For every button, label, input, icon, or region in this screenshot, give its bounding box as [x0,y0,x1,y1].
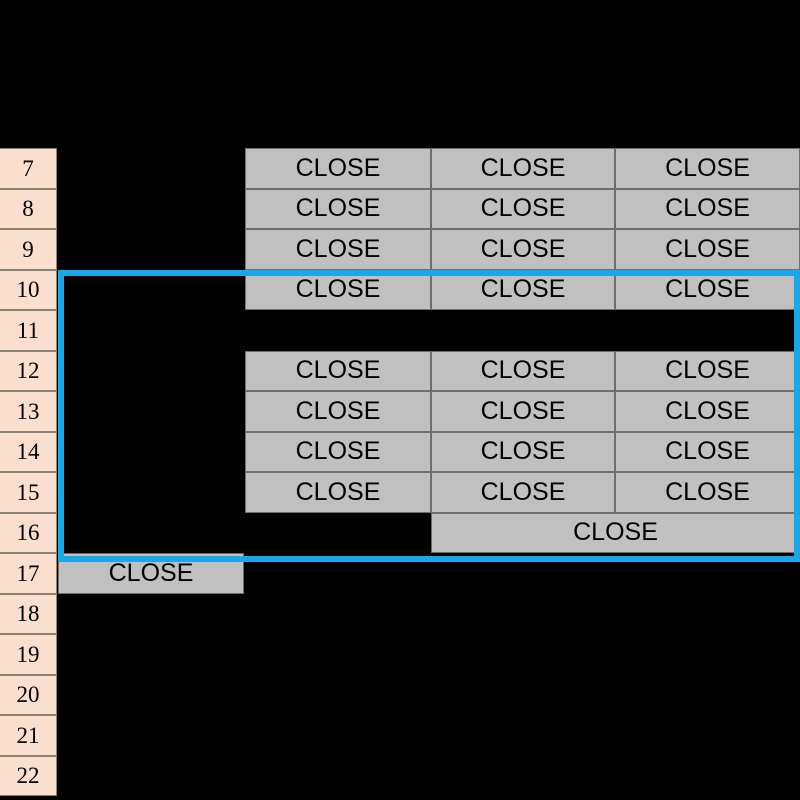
row-header-13[interactable]: 13 [0,391,57,432]
row-header-label: 21 [16,722,40,748]
row-header-label: 9 [22,236,34,262]
cell-text: CLOSE [295,437,381,466]
row-header-label: 18 [16,601,40,627]
cell-C10[interactable]: CLOSE [245,269,431,310]
row-header-21[interactable]: 21 [0,715,57,756]
row-header-8[interactable]: 8 [0,188,57,229]
cell-E8[interactable]: CLOSE [615,188,800,229]
cell-C8[interactable]: CLOSE [245,188,431,229]
row-header-label: 12 [16,358,40,384]
row-header-7[interactable]: 7 [0,148,57,189]
row-header-label: 19 [16,641,40,667]
row-header-10[interactable]: 10 [0,269,57,310]
cell-B17[interactable]: CLOSE [58,553,244,594]
row-header-label: 10 [16,277,40,303]
row-header-18[interactable]: 18 [0,593,57,634]
cell-D14[interactable]: CLOSE [431,431,615,472]
row-header-label: 16 [16,520,40,546]
row-header-17[interactable]: 17 [0,553,57,594]
cell-text: CLOSE [480,234,566,263]
row-header-19[interactable]: 19 [0,634,57,675]
row-header-label: 17 [16,560,40,586]
row-header-14[interactable]: 14 [0,431,57,472]
row-header-label: 14 [16,439,40,465]
cell-text: CLOSE [665,194,750,223]
row-header-12[interactable]: 12 [0,350,57,391]
row-header-label: 11 [16,317,40,343]
cell-E9[interactable]: CLOSE [615,229,800,270]
cell-text: CLOSE [295,275,381,304]
cell-E14[interactable]: CLOSE [615,431,800,472]
cell-D12[interactable]: CLOSE [431,350,615,391]
row-header-label: 15 [16,479,40,505]
row-header-9[interactable]: 9 [0,229,57,270]
cell-D15[interactable]: CLOSE [431,472,615,513]
cell-C15[interactable]: CLOSE [245,472,431,513]
row-header-11[interactable]: 11 [0,310,57,351]
cell-C12[interactable]: CLOSE [245,350,431,391]
cell-D10[interactable]: CLOSE [431,269,615,310]
cell-E10[interactable]: CLOSE [615,269,800,310]
row-header-15[interactable]: 15 [0,472,57,513]
cell-text: CLOSE [665,437,750,466]
cell-D8[interactable]: CLOSE [431,188,615,229]
cell-text: CLOSE [480,275,566,304]
row-header-16[interactable]: 16 [0,512,57,553]
cell-text: CLOSE [665,396,750,425]
cell-E15[interactable]: CLOSE [615,472,800,513]
cell-text: CLOSE [480,396,566,425]
cell-text: CLOSE [295,396,381,425]
cell-D16[interactable]: CLOSE [431,512,800,553]
cell-text: CLOSE [665,477,750,506]
cell-text: CLOSE [665,234,750,263]
cell-text: CLOSE [480,356,566,385]
row-header-label: 8 [22,196,34,222]
cell-E7[interactable]: CLOSE [615,148,800,189]
cell-text: CLOSE [295,153,381,182]
cell-text: CLOSE [295,477,381,506]
cell-text: CLOSE [665,356,750,385]
cell-E12[interactable]: CLOSE [615,350,800,391]
cell-text: CLOSE [480,477,566,506]
row-header-label: 22 [16,763,40,789]
row-header-22[interactable]: 22 [0,755,57,796]
cell-C14[interactable]: CLOSE [245,431,431,472]
cell-text: CLOSE [665,153,750,182]
cell-text: CLOSE [480,194,566,223]
row-header-label: 7 [22,155,34,181]
cell-text: CLOSE [573,518,658,547]
cell-text: CLOSE [480,437,566,466]
cell-D13[interactable]: CLOSE [431,391,615,432]
cell-C13[interactable]: CLOSE [245,391,431,432]
row-header-label: 20 [16,682,40,708]
cell-text: CLOSE [665,275,750,304]
cell-text: CLOSE [295,234,381,263]
cell-text: CLOSE [480,153,566,182]
cell-D7[interactable]: CLOSE [431,148,615,189]
row-header-20[interactable]: 20 [0,674,57,715]
cell-C7[interactable]: CLOSE [245,148,431,189]
cell-text: CLOSE [295,356,381,385]
cell-D9[interactable]: CLOSE [431,229,615,270]
cell-C9[interactable]: CLOSE [245,229,431,270]
row-header-label: 13 [16,398,40,424]
cell-E13[interactable]: CLOSE [615,391,800,432]
cell-text: CLOSE [108,558,194,587]
cell-text: CLOSE [295,194,381,223]
